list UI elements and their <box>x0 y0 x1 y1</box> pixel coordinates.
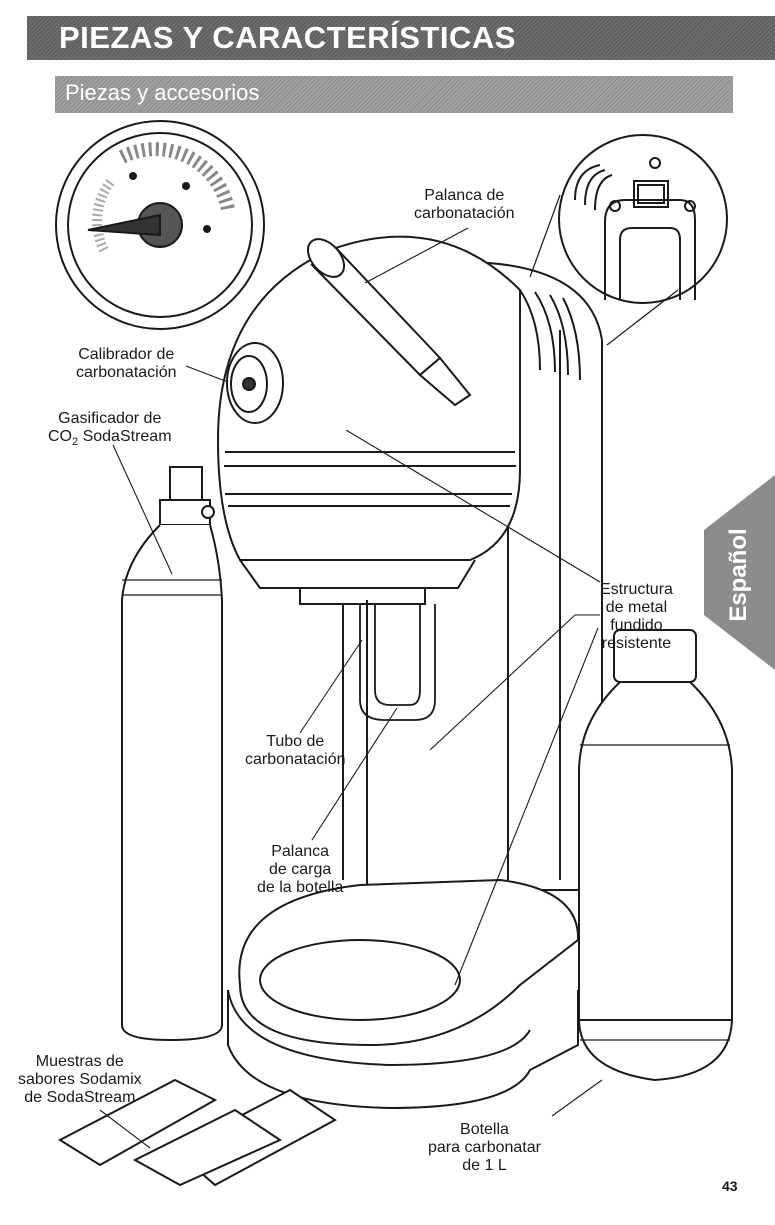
flavor-packets <box>57 1078 337 1187</box>
callout-flavor-samples: Muestras de sabores Sodamix de SodaStrea… <box>18 1053 142 1106</box>
callout-carbonation-gauge: Calibrador de carbonatación <box>76 346 177 381</box>
co2-cylinder <box>121 466 223 1042</box>
page-number: 43 <box>722 1178 738 1194</box>
page-title: PIEZAS Y CARACTERÍSTICAS <box>59 20 516 55</box>
callout-co2-carbonator: Gasificador de CO2 SodaStream <box>48 410 172 449</box>
callout-carbonation-tube: Tubo de carbonatación <box>245 733 346 768</box>
carbonation-bottle <box>578 629 733 1082</box>
language-tab: Español <box>704 475 775 670</box>
subsection-title: Piezas y accesorios <box>65 80 260 105</box>
section-banner: PIEZAS Y CARACTERÍSTICAS <box>27 16 775 60</box>
back-detail-circle <box>529 134 728 346</box>
leader-lines <box>99 227 603 1149</box>
callout-metal-structure: Estructura de metal fundido resistente <box>600 581 673 652</box>
callout-bottle: Botella para carbonatar de 1 L <box>428 1121 541 1174</box>
machine-body <box>216 235 603 1110</box>
gauge-detail-circle <box>55 120 265 330</box>
subsection-banner: Piezas y accesorios <box>55 76 733 113</box>
callout-carbonation-lever: Palanca de carbonatación <box>414 187 515 222</box>
callout-bottle-lever: Palanca de carga de la botella <box>257 843 344 896</box>
